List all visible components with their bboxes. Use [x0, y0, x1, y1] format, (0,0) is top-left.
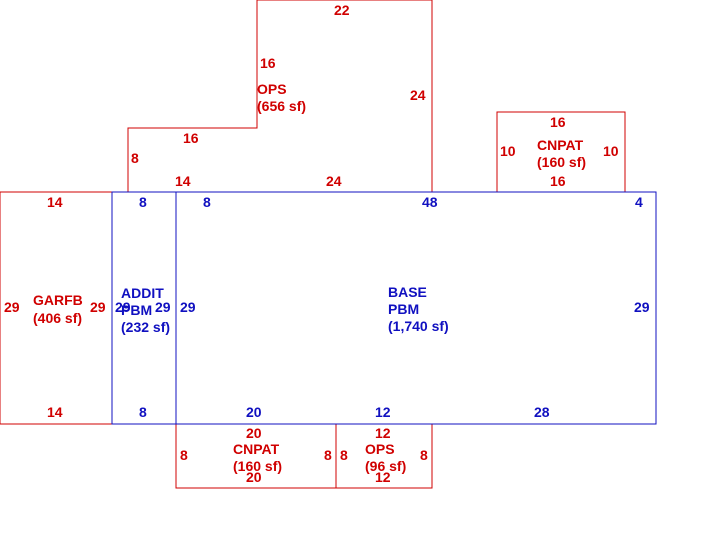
ops-top-name: OPS — [257, 81, 287, 97]
ops-top-left-lower-dim: 8 — [131, 150, 139, 166]
addit-area: (232 sf) — [121, 319, 171, 335]
cnpat-right-right-dim: 10 — [603, 143, 619, 159]
cnpat-bottom-left-dim: 8 — [180, 447, 188, 463]
garfb-top-dim: 14 — [47, 194, 63, 210]
base-name-line2: PBM — [388, 301, 420, 317]
addit-bottom-dim: 8 — [139, 404, 147, 420]
ops-top-bottom-mid-dim: 24 — [326, 173, 342, 189]
ops-top-outline — [127, 0, 433, 192]
ops-bottom-right-dim: 8 — [420, 447, 428, 463]
cnpat-bottom-bottom-dim: 20 — [246, 469, 262, 485]
ops-top-left-upper-dim: 16 — [260, 55, 276, 71]
cnpat-bottom-right-dim: 8 — [324, 447, 332, 463]
ops-top-area: (656 sf) — [257, 98, 307, 114]
ops-top-top-dim: 22 — [334, 2, 350, 18]
addit-top-dim: 8 — [139, 194, 147, 210]
cnpat-right-bottom-dim: 16 — [550, 173, 566, 189]
garfb-outline — [0, 191, 112, 425]
base-outline — [175, 191, 657, 425]
base-top-left-dim: 8 — [203, 194, 211, 210]
garfb-area: (406 sf) — [33, 310, 83, 326]
cnpat-bottom-area: (160 sf) — [233, 458, 283, 474]
base-bottom-dim-3: 28 — [534, 404, 550, 420]
ops-bottom-top-dim: 12 — [375, 425, 391, 441]
cnpat-right-left-dim: 10 — [500, 143, 516, 159]
cnpat-bottom-top-dim: 20 — [246, 425, 262, 441]
base-area: (1,740 sf) — [388, 318, 449, 334]
ops-top-right-dim: 24 — [410, 87, 426, 103]
ops-top-bottom-left-dim: 14 — [175, 173, 191, 189]
ops-top-step-dim: 16 — [183, 130, 199, 146]
base-bottom-dim-2: 12 — [375, 404, 391, 420]
garfb-name: GARFB — [33, 292, 83, 308]
cnpat-right-outline — [496, 111, 626, 192]
garfb-bottom-dim: 14 — [47, 404, 63, 420]
ops-bottom-bottom-dim: 12 — [375, 469, 391, 485]
garfb-left-dim: 29 — [4, 299, 20, 315]
cnpat-right-top-dim: 16 — [550, 114, 566, 130]
garfb-right-dim: 29 — [90, 299, 106, 315]
base-right-dim: 29 — [634, 299, 650, 315]
addit-name-line1: ADDIT — [121, 285, 164, 301]
cnpat-bottom-name: CNPAT — [233, 441, 280, 457]
addit-name-line2: PBM — [121, 302, 153, 318]
base-name-line1: BASE — [388, 284, 427, 300]
base-top-mid-dim: 48 — [422, 194, 438, 210]
addit-left-dim: 29 — [115, 299, 131, 315]
ops-bottom-area: (96 sf) — [365, 458, 407, 474]
cnpat-right-name: CNPAT — [537, 137, 584, 153]
base-top-right-dim: 4 — [635, 194, 643, 210]
cnpat-right-area: (160 sf) — [537, 154, 587, 170]
ops-bottom-name: OPS — [365, 441, 395, 457]
addit-right-dim: 29 — [155, 299, 171, 315]
ops-bottom-left-dim: 8 — [340, 447, 348, 463]
base-bottom-dim-1: 20 — [246, 404, 262, 420]
base-left-dim: 29 — [180, 299, 196, 315]
